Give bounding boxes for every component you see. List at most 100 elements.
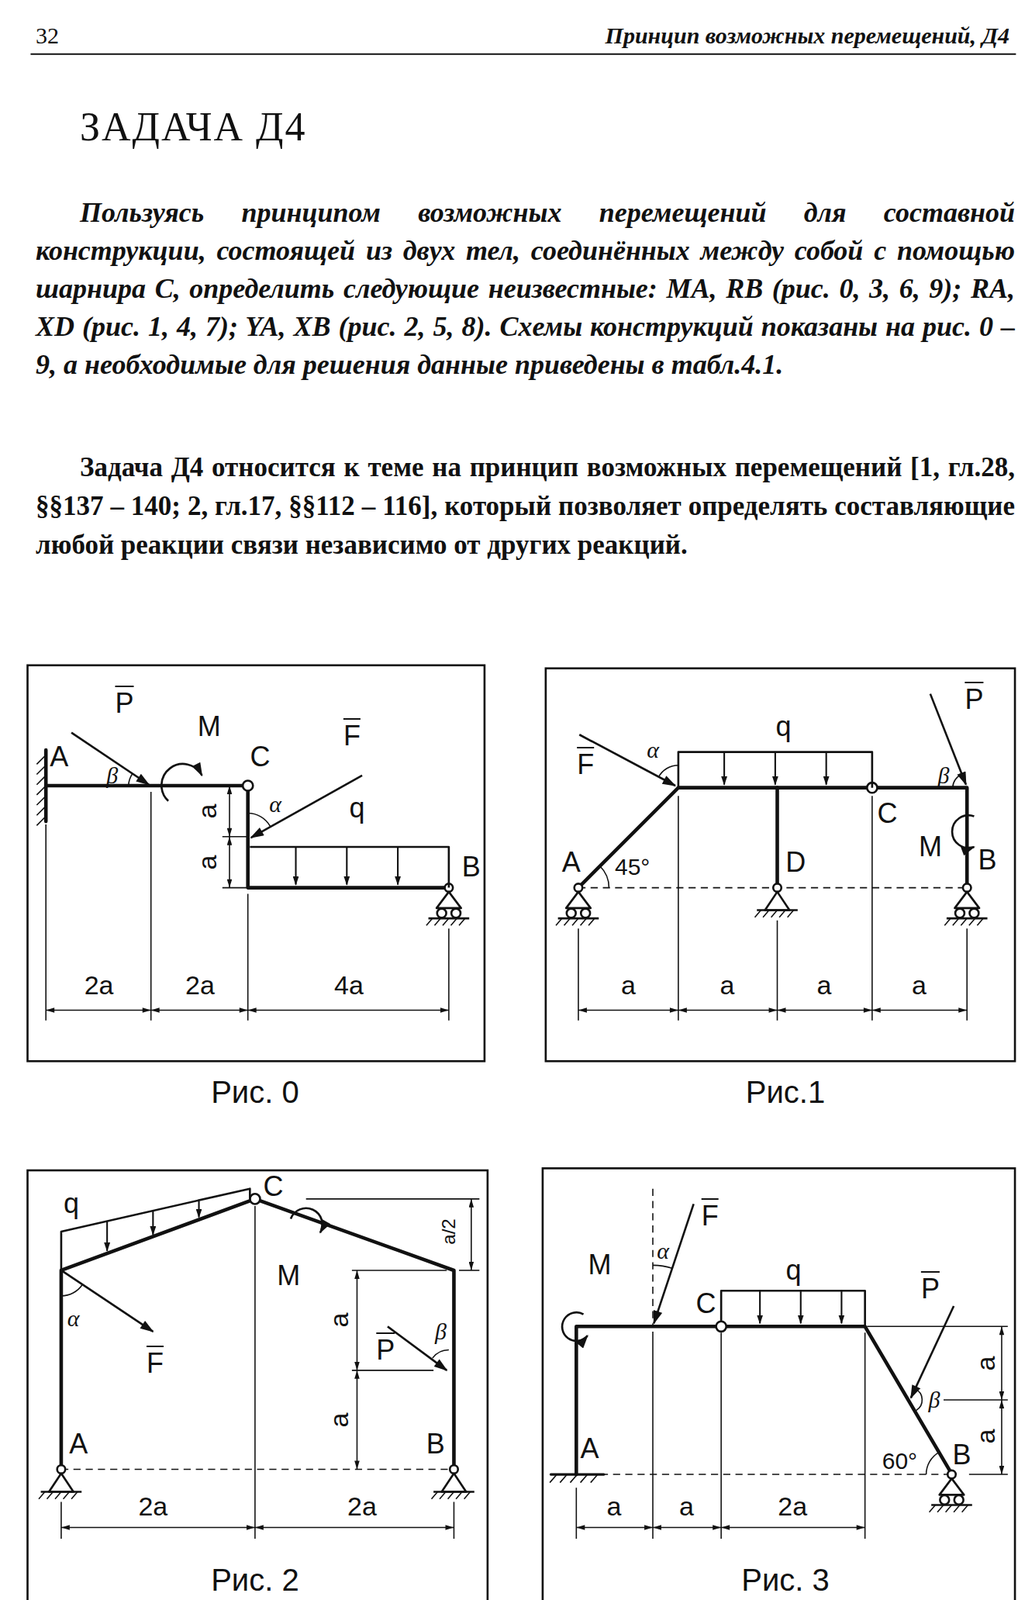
dimension-line	[470, 1198, 473, 1270]
wall-hatch	[36, 755, 46, 826]
symbol-label: C	[695, 1289, 716, 1318]
figure-caption: Рис.1	[745, 1076, 825, 1108]
load-arrow	[840, 1290, 843, 1323]
symbol-label: P	[376, 1332, 395, 1364]
dimension-line	[151, 1009, 249, 1012]
figure-frame	[27, 1169, 488, 1600]
symbol-label: M	[918, 832, 943, 861]
dimension-line	[652, 1526, 722, 1529]
dimension-line	[248, 1009, 449, 1012]
symbol-label: C	[263, 1172, 284, 1201]
angle-arc	[128, 772, 133, 786]
page-title: ЗАДАЧА Д4	[79, 106, 308, 148]
dimension-label: 60°	[882, 1449, 918, 1473]
moment-arrow	[952, 814, 974, 848]
frame-bar	[576, 1325, 950, 1474]
symbol-label: F	[146, 1345, 164, 1377]
symbol-label: F	[701, 1198, 719, 1230]
dimension-label: a	[972, 1355, 999, 1370]
running-head: Принцип возможных перемещений, Д4	[605, 24, 1010, 48]
symbol-label: P	[921, 1271, 940, 1303]
dimension-line	[61, 1526, 256, 1529]
load-arrow	[294, 846, 297, 885]
symbol-label: q	[348, 793, 365, 822]
distributed-load	[61, 1188, 250, 1270]
angle-arc	[952, 774, 963, 788]
symbol-label: M	[276, 1261, 301, 1290]
page-number: 32	[35, 24, 59, 48]
angle-arc	[926, 1452, 939, 1474]
symbol-label: P	[964, 682, 984, 714]
extension-line	[306, 1197, 480, 1200]
angle-label: α	[67, 1306, 80, 1330]
figure-caption: Рис. 2	[210, 1563, 300, 1595]
load-arrow	[106, 1221, 108, 1251]
symbol-label: C	[250, 742, 271, 771]
paragraph: Пользуясь принципом возможных перемещени…	[35, 193, 1015, 384]
symbol-label: B	[952, 1440, 972, 1469]
hinge	[249, 1193, 260, 1204]
angle-label: β	[434, 1319, 447, 1343]
distributed-load	[678, 752, 873, 788]
ground-hatch	[549, 1473, 598, 1483]
symbol-label: B	[462, 852, 481, 881]
dimension-label: 2a	[84, 971, 114, 998]
dimension-label: a	[193, 803, 221, 818]
dimension-line	[678, 1009, 778, 1012]
dimension-line	[356, 1269, 359, 1370]
load-arrow	[345, 846, 348, 885]
dimension-line	[45, 1009, 152, 1012]
load-arrow	[759, 1290, 761, 1323]
extension-line	[45, 791, 449, 1021]
load-arrow	[723, 752, 725, 785]
symbol-label: F	[343, 718, 361, 750]
extension-line	[458, 1269, 480, 1271]
dimension-label: a	[325, 1412, 352, 1428]
drawing	[27, 54, 1017, 1600]
pin-support	[755, 883, 798, 917]
center-line	[254, 1205, 256, 1539]
angle-label: α	[656, 1238, 670, 1263]
symbol-label: D	[785, 848, 806, 877]
angle-arc	[914, 1388, 922, 1411]
roller-support	[426, 883, 470, 925]
dashed-line	[576, 1473, 952, 1475]
angle-arc	[248, 813, 271, 827]
load-arrow	[151, 1211, 154, 1235]
dimension-line	[228, 836, 231, 888]
dimension-line	[255, 1526, 455, 1529]
distributed-load	[249, 846, 449, 888]
load-arrow	[396, 846, 399, 885]
pin-support	[431, 1464, 475, 1498]
angle-label: β	[938, 763, 950, 787]
load-arrow	[197, 1200, 200, 1217]
force-arrow	[61, 1269, 153, 1332]
dimension-line	[228, 785, 231, 837]
dimension-label: a	[607, 1492, 622, 1519]
figure-caption: Рис. 0	[210, 1076, 300, 1108]
symbol-label: q	[63, 1189, 80, 1218]
dimension-label: 4a	[334, 971, 364, 998]
dimension-label: 2a	[777, 1492, 808, 1519]
symbol-label: B	[977, 845, 997, 874]
moment-arrow	[161, 763, 202, 801]
angle-label: α	[646, 738, 660, 762]
dimension-label: 2a	[138, 1492, 168, 1519]
roller-support	[555, 883, 599, 925]
dashed-line	[61, 1468, 455, 1471]
symbol-label: B	[426, 1429, 446, 1458]
extension-line	[866, 1325, 1008, 1474]
angle-label: α	[269, 792, 282, 816]
dimension-line	[576, 1526, 653, 1529]
symbol-label: M	[588, 1250, 612, 1279]
symbol-label: A	[579, 1434, 599, 1463]
extension-line	[351, 1269, 447, 1271]
dimension-label: 45°	[614, 855, 650, 879]
symbol-label: P	[114, 686, 134, 718]
force-arrow	[653, 1203, 694, 1323]
dimension-label: a/2	[439, 1218, 459, 1244]
roller-support	[944, 883, 987, 925]
extension-line	[61, 1501, 455, 1539]
symbol-label: q	[786, 1256, 802, 1284]
force-arrow	[251, 775, 363, 838]
